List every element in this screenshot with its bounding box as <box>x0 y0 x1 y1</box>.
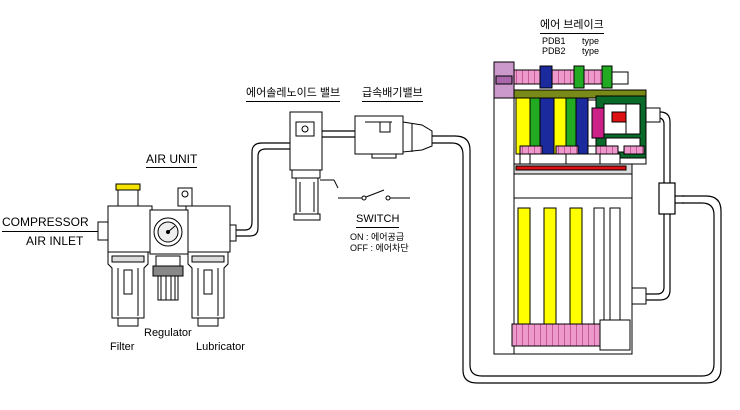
pipe-exhaust-valve-to-brake <box>432 135 722 384</box>
pipe-solenoid-to-exhaust-valve <box>322 130 355 138</box>
pdb2-type: type <box>582 46 600 56</box>
pipe-brake-manifold <box>646 111 684 301</box>
pipe-airunit-to-solenoid <box>232 142 290 237</box>
pdb1-model: PDB1 <box>542 36 566 46</box>
air-inlet-label: AIR INLET <box>26 234 84 248</box>
air-unit-label: AIR UNIT <box>146 152 198 168</box>
air-unit <box>97 183 237 327</box>
pdb1-type: type <box>582 36 600 46</box>
air-brake <box>493 61 661 355</box>
air-brake-label: 에어 브레이크 <box>540 20 604 34</box>
filter-label: Filter <box>110 341 135 353</box>
compressor-divider <box>2 231 98 232</box>
lubricator-label: Lubricator <box>196 341 245 353</box>
regulator-label: Regulator <box>144 327 192 339</box>
switch-symbol <box>338 189 410 201</box>
switch-on-label: ON : 에어공급 <box>350 232 405 242</box>
solenoid-valve-label: 에어솔레노이드 밸브 <box>246 88 341 102</box>
compressor-label: COMPRESSOR <box>2 215 89 229</box>
switch-label: SWITCH <box>356 214 400 228</box>
quick-exhaust-valve <box>354 115 433 159</box>
quick-exhaust-valve-label: 급속배기밸브 <box>362 88 423 102</box>
solenoid-valve <box>289 111 339 221</box>
switch-off-label: OFF : 에어차단 <box>350 243 409 253</box>
pdb2-model: PDB2 <box>542 46 566 56</box>
